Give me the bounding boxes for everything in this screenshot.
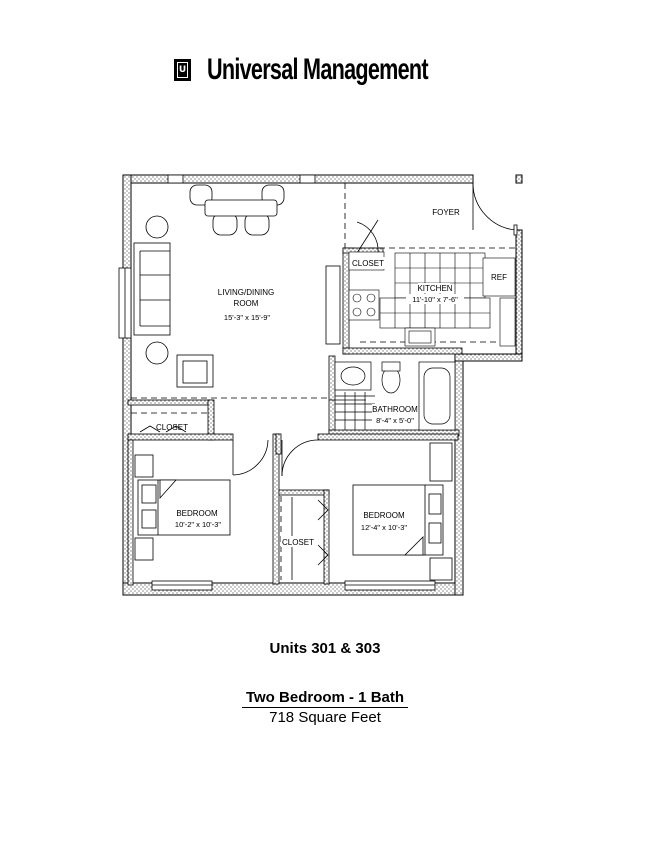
living-room-size: 15'-3" x 15'-9" (224, 313, 270, 322)
doors (139, 182, 518, 566)
unit-type-text: Two Bedroom - 1 Bath (241, 689, 409, 708)
square-feet-label: 718 Square Feet (269, 709, 381, 726)
right-bedroom-size: 12'-4" x 10'-3" (361, 523, 407, 532)
left-closet-label: CLOSET (156, 423, 188, 432)
foyer-label: FOYER (432, 208, 460, 217)
units-label: Units 301 & 303 (269, 640, 381, 657)
interior-walls (127, 247, 463, 586)
middle-closet-label: CLOSET (282, 538, 314, 547)
bathroom-size: 8'-4" x 5'-0" (376, 416, 414, 425)
kitchen-closet-label: CLOSET (352, 259, 384, 268)
left-bedroom-size: 10'-2" x 10'-3" (175, 520, 221, 529)
left-bedroom-label: BEDROOM (176, 509, 218, 518)
bathroom-fixtures (334, 361, 456, 431)
bathroom-label: BATHROOM (372, 405, 418, 414)
living-room-name-line2: ROOM (234, 299, 259, 308)
kitchen-size: 11'-10" x 7'-6" (412, 295, 458, 304)
right-bedroom-label: BEDROOM (363, 511, 405, 520)
kitchen-label: KITCHEN (417, 284, 452, 293)
living-furniture (133, 184, 341, 388)
room-labels: LIVING/DINING ROOM 15'-3" x 15'-9" FOYER… (156, 208, 512, 547)
exterior-walls (122, 174, 523, 596)
brand-logo-icon: U (174, 59, 191, 81)
brand-name: Universal Management (207, 53, 429, 86)
header: U Universal Management (174, 50, 514, 90)
windows (118, 174, 436, 591)
ref-label: REF (491, 273, 507, 282)
unit-type-label: Two Bedroom - 1 Bath (0, 689, 650, 708)
living-room-name-line1: LIVING/DINING (218, 288, 274, 297)
bedroom-furniture (134, 442, 453, 581)
